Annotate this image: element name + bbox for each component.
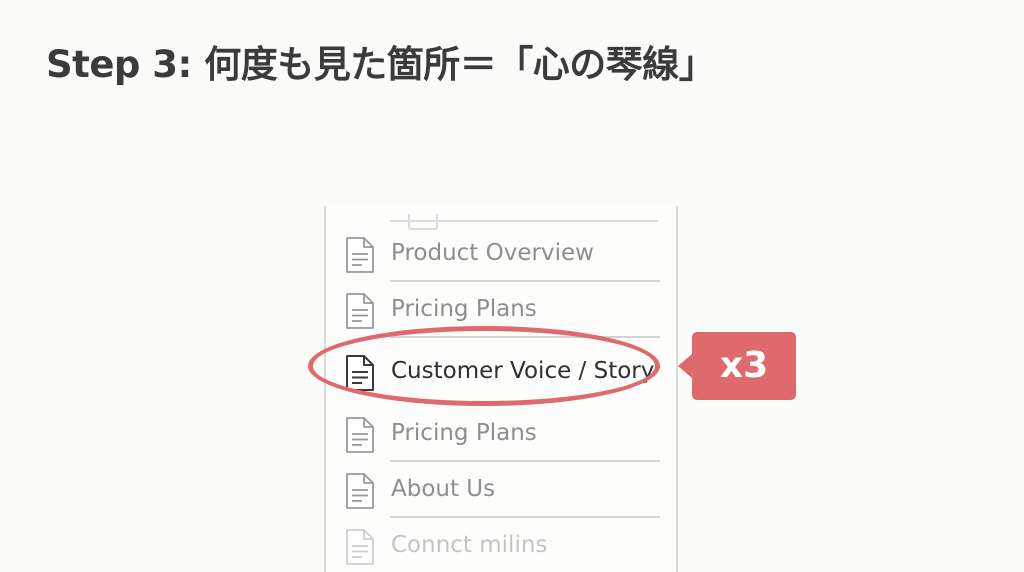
- list-item-label: Pricing Plans: [391, 420, 537, 446]
- document-icon: [346, 237, 374, 273]
- list-item-pricing-plans-2[interactable]: Pricing Plans: [326, 406, 676, 462]
- slide-title: Step 3: 何度も見た箇所＝「心の琴線」: [46, 43, 716, 86]
- view-count-text: x3: [719, 345, 769, 386]
- list-item-about-us[interactable]: About Us: [326, 462, 676, 518]
- document-icon: [408, 214, 438, 230]
- list-item-connct-milins[interactable]: Connct milins: [326, 518, 676, 572]
- list-item-label: About Us: [391, 476, 496, 502]
- list-item-product-overview[interactable]: Product Overview: [326, 226, 676, 282]
- highlight-ellipse: [308, 326, 660, 406]
- document-icon: [346, 529, 374, 565]
- callout-shape: [678, 332, 796, 400]
- document-icon: [346, 417, 374, 453]
- list-item-partial-top: [390, 214, 658, 230]
- divider: [390, 516, 660, 518]
- document-icon: [346, 473, 374, 509]
- list-item-label: Product Overview: [391, 240, 594, 266]
- divider: [390, 460, 660, 462]
- list-item-label: Pricing Plans: [391, 296, 537, 322]
- list-item-label: Connct milins: [391, 532, 548, 558]
- divider: [390, 280, 660, 282]
- document-icon: [346, 293, 374, 329]
- view-count-badge: x3: [678, 332, 796, 400]
